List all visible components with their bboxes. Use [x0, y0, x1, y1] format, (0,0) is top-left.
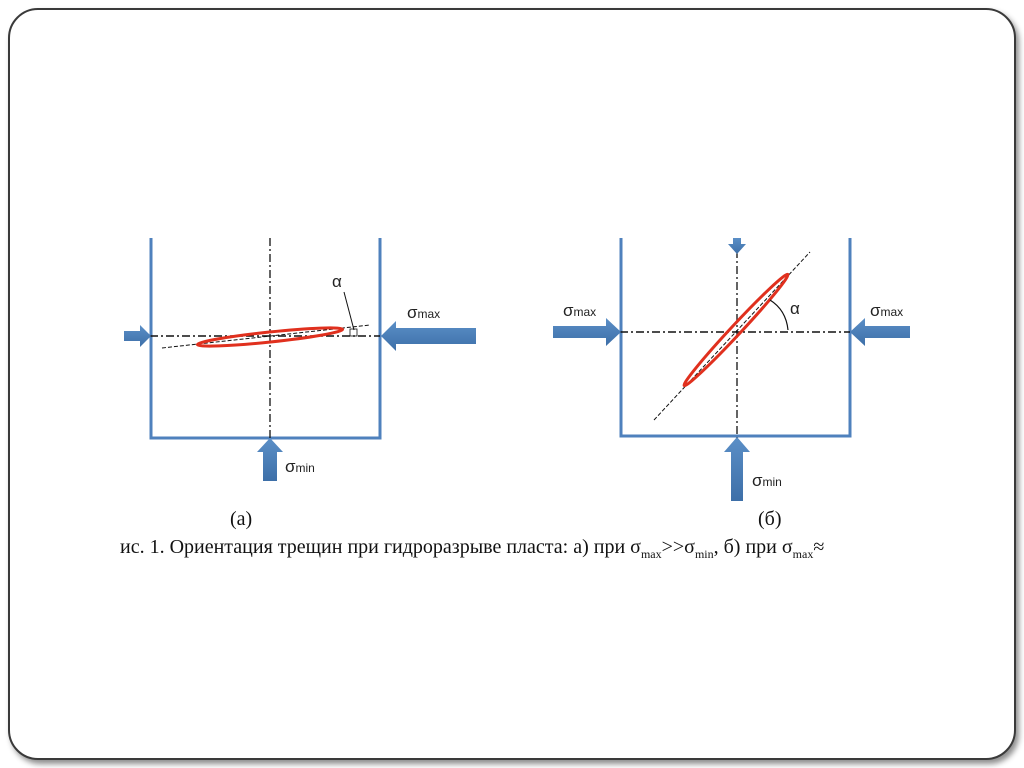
- sigma-min-label: σmin: [285, 457, 315, 476]
- figure-caption: ис. 1. Ориентация трещин при гидроразрыв…: [120, 536, 825, 561]
- right-angle-mark: [349, 328, 358, 337]
- arrow-left: [553, 318, 621, 346]
- alpha-pointer: [343, 291, 355, 331]
- figure-a-label: (а): [230, 508, 253, 530]
- figure-b: α σmax σmax σmin: [553, 238, 910, 501]
- sigma-max-right-label: σmax: [870, 301, 903, 320]
- alpha-label: α: [332, 272, 342, 291]
- container-walls: [619, 238, 852, 438]
- arrow-bottom: [257, 438, 283, 481]
- alpha-arc: [769, 299, 789, 331]
- crack-axis: [653, 251, 811, 421]
- arrow-left: [124, 325, 151, 347]
- figure-a: α σmax σmin: [124, 238, 476, 481]
- crack: [682, 272, 790, 388]
- sigma-min-label: σmin: [752, 471, 782, 490]
- arrow-top: [728, 238, 746, 254]
- arrow-right: [850, 318, 910, 346]
- arrow-right: [381, 321, 476, 351]
- slide-frame: [8, 8, 1016, 760]
- arrow-bottom: [724, 437, 750, 501]
- figure-b-label: (б): [758, 508, 782, 530]
- crack: [195, 326, 345, 348]
- alpha-label: α: [790, 299, 800, 318]
- sigma-max-label: σmax: [407, 303, 440, 322]
- container-walls: [149, 238, 382, 440]
- sigma-max-left-label: σmax: [563, 301, 596, 320]
